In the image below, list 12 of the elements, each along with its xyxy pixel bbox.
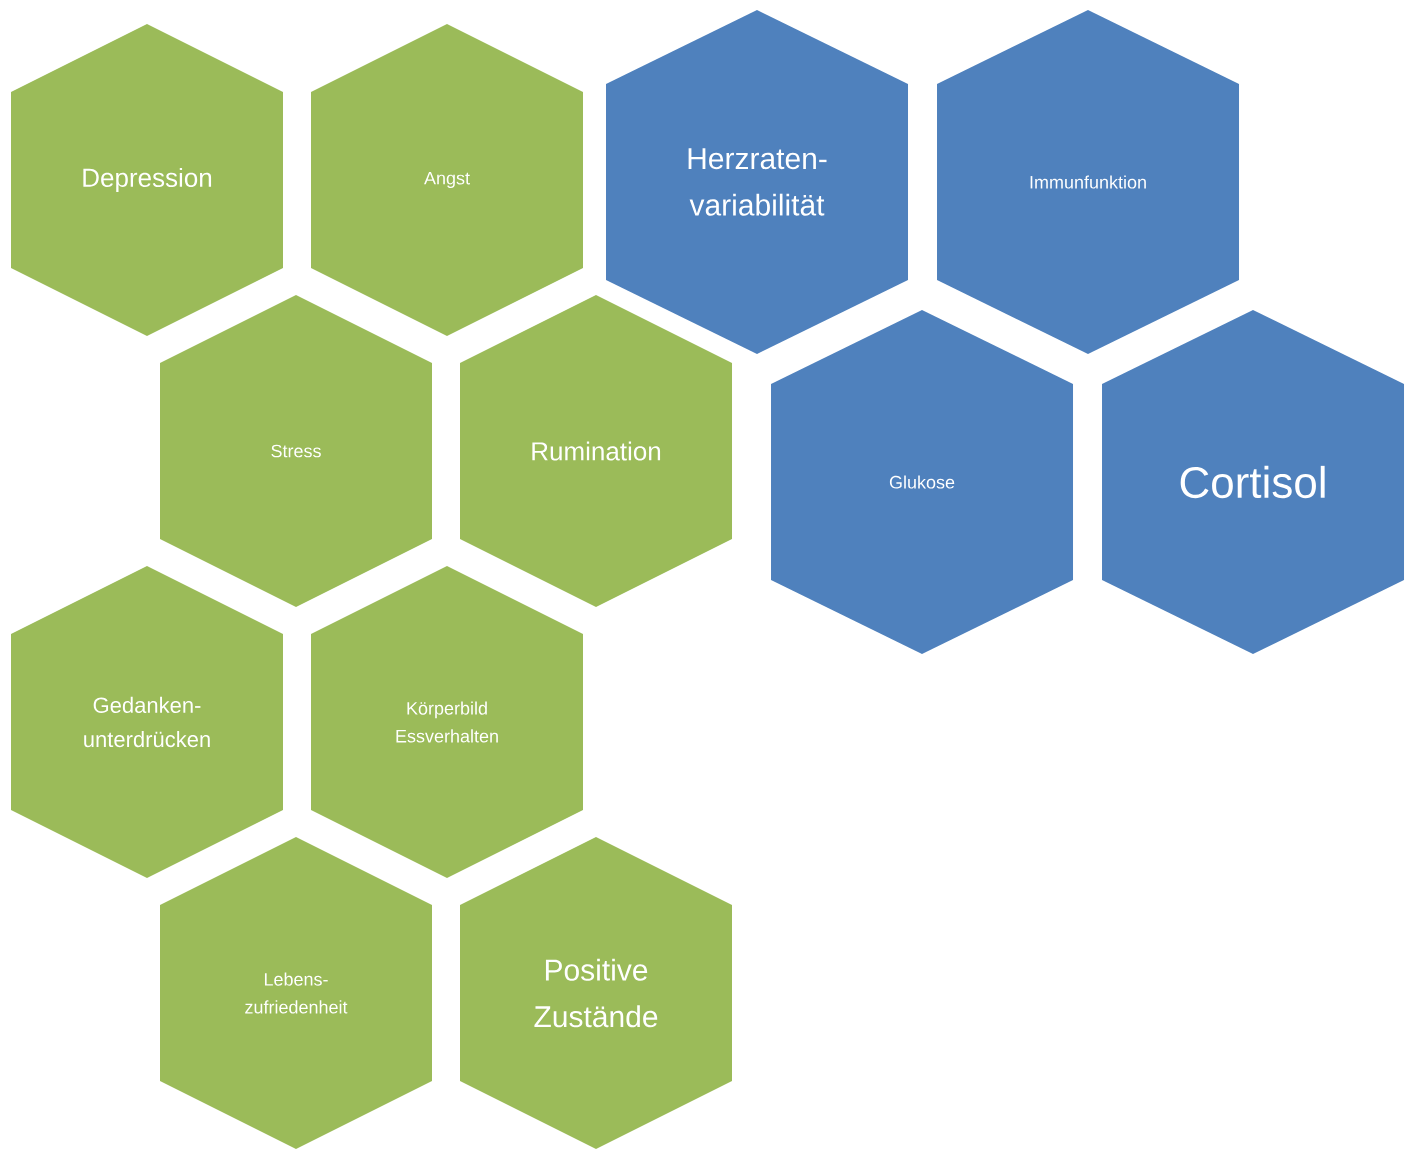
hexagon-tile: Angst [311,24,583,336]
hexagon-tile: Cortisol [1102,310,1404,654]
hexagon-tile: Lebens- zufriedenheit [160,837,432,1149]
hexagon-tile: Herzraten- variabilität [606,10,908,354]
hexagon-tile: Gedanken- unterdrücken [11,566,283,878]
hexagon-tile: Stress [160,295,432,607]
hexagon-tile: Rumination [460,295,732,607]
hexagon-tile: Körperbild Essverhalten [311,566,583,878]
hexagon-tile: Immunfunktion [937,10,1239,354]
hexagon-tile: Glukose [771,310,1073,654]
hexagon-tile: Depression [11,24,283,336]
hexagon-tile: Positive Zustände [460,837,732,1149]
